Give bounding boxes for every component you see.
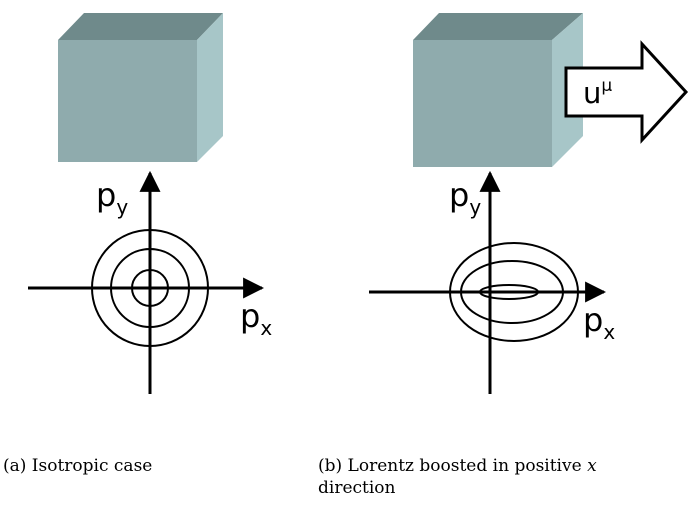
px-label-a: px [240,297,272,340]
cube-b-front [413,40,552,167]
cube-b [413,13,583,167]
contour-a-inner [131,269,169,307]
caption-b-suffix: direction [318,478,396,498]
cube-a-front [58,40,197,162]
contours-b [449,242,579,342]
cube-a-top [58,13,223,40]
axes-a [28,170,265,394]
velocity-label: uμ [583,76,612,110]
caption-b-prefix: (b) Lorentz boosted in positive [318,456,588,476]
contour-b-inner [479,284,539,300]
contour-a-middle [110,248,190,328]
contour-b-middle [460,260,564,324]
contour-b-outer [449,242,579,342]
py-label-b: py [449,176,481,219]
caption-a: (a) Isotropic case [3,456,153,476]
axes-b [369,170,607,394]
contours-a [91,229,209,347]
caption-b-variable: x [587,456,597,476]
velocity-arrow [564,40,689,144]
contour-a-outer [91,229,209,347]
caption-b: (b) Lorentz boosted in positive x directi… [318,455,678,499]
cube-b-top [413,13,583,40]
py-label-a: py [96,176,128,219]
px-label-b: px [583,301,615,344]
cube-a-side [197,13,223,162]
cube-a [58,13,223,162]
